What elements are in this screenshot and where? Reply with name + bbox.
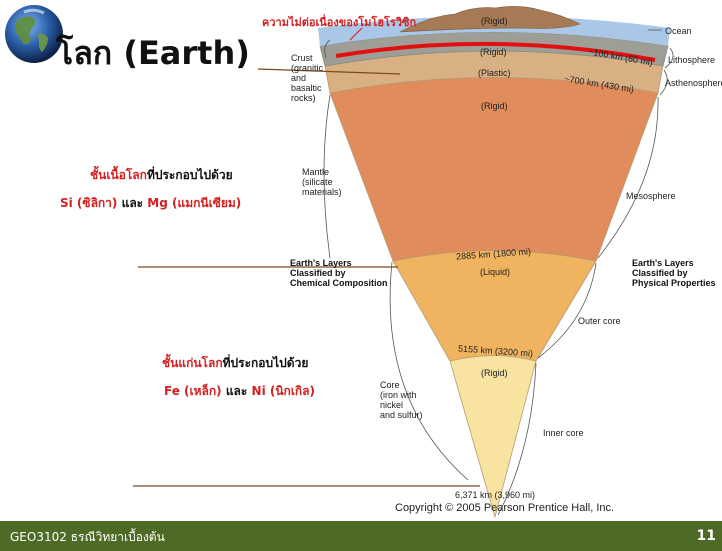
lithosphere-label: Lithosphere bbox=[668, 55, 716, 65]
zone-rigid-top: (Rigid) bbox=[481, 16, 508, 26]
inner-core-bracket bbox=[497, 362, 537, 516]
depth-6371: 6,371 km (3,960 mi) bbox=[455, 490, 536, 500]
moho-discontinuity-line bbox=[335, 41, 656, 62]
lithosphere-layer bbox=[319, 31, 669, 67]
copyright: Copyright © 2005 Pearson Prentice Hall, … bbox=[395, 502, 615, 514]
meso-bracket bbox=[597, 96, 659, 259]
zone-liquid: (Liquid) bbox=[480, 267, 511, 277]
earth-globe-icon bbox=[5, 5, 63, 63]
asthenosphere-label: Asthenosphere bbox=[665, 78, 722, 88]
mantle-pointer-line bbox=[257, 68, 401, 75]
continent-mountain bbox=[399, 6, 581, 33]
zone-rigid-meso: (Rigid) bbox=[481, 101, 508, 111]
slide-number: 11 bbox=[696, 528, 716, 544]
zone-rigid-litho: (Rigid) bbox=[480, 47, 507, 57]
moho-label: ความไม่ต่อเนื่องของโมโฮโรวิซิก bbox=[262, 16, 417, 29]
mantle-note-line2: Si (ซิลิกา) และ Mg (แมกนีเซียม) bbox=[60, 196, 242, 210]
core-bracket bbox=[389, 261, 469, 481]
ocean-layer bbox=[318, 16, 670, 46]
zone-plastic: (Plastic) bbox=[478, 68, 511, 78]
footer-bar bbox=[0, 521, 722, 551]
litho-bracket bbox=[664, 47, 674, 69]
astheno-bracket bbox=[659, 69, 668, 96]
core-note-line2: Fe (เหล็ก) และ Ni (นิกเกิล) bbox=[164, 384, 316, 398]
mantle-note-line1: ชั้นเนื้อโลกที่ประกอบไปด้วย bbox=[90, 168, 233, 182]
inner-core-label: Inner core bbox=[543, 428, 584, 438]
moho-pointer bbox=[349, 27, 363, 41]
ocean-label: Ocean bbox=[665, 26, 692, 36]
outer-core-label: Outer core bbox=[578, 316, 621, 326]
mantle-bracket bbox=[323, 94, 331, 259]
outer-core-bracket bbox=[537, 262, 597, 359]
mesosphere-label: Mesosphere bbox=[626, 191, 676, 201]
zone-rigid-core: (Rigid) bbox=[481, 368, 508, 378]
slide-title: โลก (Earth) bbox=[56, 34, 250, 72]
footer-course: GEO3102 ธรณีวิทยาเบื้องต้น bbox=[10, 530, 165, 544]
core-note-line1: ชั้นแก่นโลกที่ประกอบไปด้วย bbox=[162, 356, 309, 370]
crust-bracket bbox=[324, 39, 331, 59]
